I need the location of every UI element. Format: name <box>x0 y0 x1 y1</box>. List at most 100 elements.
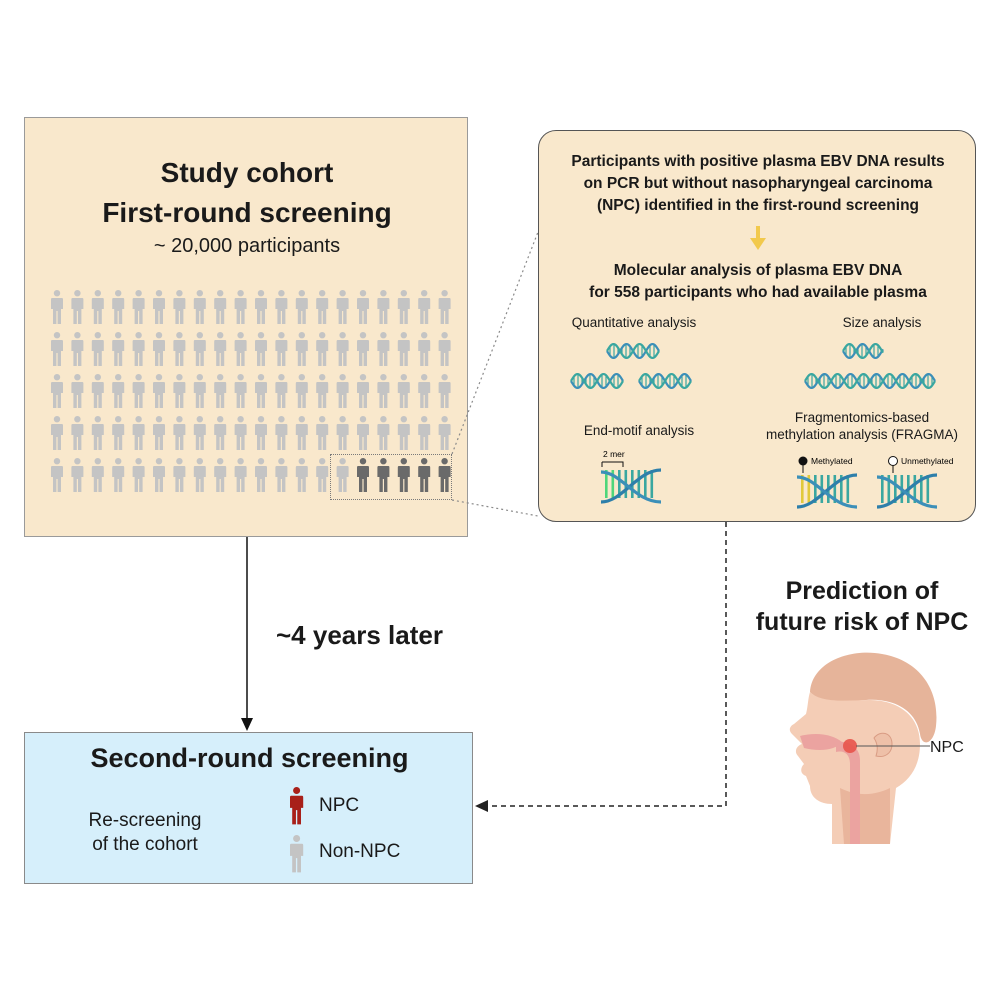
person-icon <box>153 374 165 408</box>
person-icon <box>112 332 125 366</box>
analysis-illustrations: 2 mer Methylated Unmethylated <box>570 342 954 509</box>
person-icon <box>357 332 369 366</box>
person-icon <box>112 290 125 324</box>
person-icon <box>193 416 206 450</box>
person-icon <box>295 416 308 450</box>
person-icon <box>377 458 390 492</box>
person-icon <box>255 332 267 366</box>
second-round-title: Second-round screening <box>90 743 409 773</box>
person-icon <box>336 374 349 408</box>
person-icon <box>438 374 451 408</box>
person-icon <box>275 290 288 324</box>
person-icon <box>316 374 329 408</box>
dna-helix-icon <box>570 372 624 390</box>
person-icon <box>193 458 206 492</box>
dna-helix-icon <box>876 473 938 509</box>
person-icon <box>214 416 227 450</box>
fragma-analysis-label: Fragmentomics-based methylation analysis… <box>765 410 959 442</box>
end-motif-analysis-label: End-motif analysis <box>583 423 695 438</box>
person-icon <box>173 374 186 408</box>
participants-grid <box>51 290 451 492</box>
person-icon <box>153 332 165 366</box>
methylated-label: Methylated <box>811 456 853 466</box>
person-icon <box>173 416 186 450</box>
person-icon <box>397 374 410 408</box>
person-icon <box>336 458 349 492</box>
molecular-analysis-panel: Participants with positive plasma EBV DN… <box>538 130 976 522</box>
person-icon <box>173 458 186 492</box>
non-npc-outcome-label: Non-NPC <box>319 841 401 862</box>
two-mer-label: 2 mer <box>603 449 625 459</box>
molecular-analysis-heading: Molecular analysis of plasma EBV DNA for… <box>589 262 927 301</box>
person-icon <box>316 290 329 324</box>
person-icon <box>290 787 304 825</box>
person-icon <box>255 290 267 324</box>
zoom-line-bottom <box>451 499 539 517</box>
person-icon <box>51 332 63 366</box>
non-npc-person-figure <box>290 835 304 873</box>
dna-helix-icon <box>804 372 936 390</box>
person-icon <box>275 332 288 366</box>
person-icon <box>112 458 125 492</box>
down-arrow-icon <box>750 226 766 250</box>
person-icon <box>132 290 145 324</box>
person-icon <box>214 290 227 324</box>
person-icon <box>418 290 431 324</box>
dna-helix-icon <box>638 372 692 390</box>
person-icon <box>193 332 206 366</box>
person-icon <box>193 374 206 408</box>
person-icon <box>91 290 104 324</box>
person-icon <box>214 458 227 492</box>
person-icon <box>438 332 451 366</box>
head-npc-label: NPC <box>930 739 964 756</box>
person-icon <box>377 416 390 450</box>
person-icon <box>275 416 288 450</box>
person-icon <box>51 374 63 408</box>
person-icon <box>295 374 308 408</box>
person-icon <box>173 290 186 324</box>
person-icon <box>397 332 410 366</box>
person-icon <box>193 290 206 324</box>
person-icon <box>357 458 369 492</box>
person-icon <box>377 290 390 324</box>
size-analysis-label: Size analysis <box>842 315 922 330</box>
person-icon <box>418 332 431 366</box>
person-icon <box>132 458 145 492</box>
methylated-marker-icon <box>798 456 808 466</box>
dna-helix-icon <box>842 342 884 360</box>
dna-helix-icon <box>600 468 662 504</box>
dna-helix-icon <box>606 342 660 360</box>
person-icon <box>295 458 308 492</box>
person-icon <box>290 835 304 873</box>
person-icon <box>295 290 308 324</box>
person-icon <box>91 374 104 408</box>
person-icon <box>112 374 125 408</box>
person-icon <box>132 416 145 450</box>
person-icon <box>255 458 267 492</box>
rescreening-label: Re-screening of the cohort <box>88 810 202 855</box>
person-icon <box>234 458 247 492</box>
person-icon <box>112 416 125 450</box>
person-icon <box>255 416 267 450</box>
person-icon <box>377 374 390 408</box>
person-icon <box>336 290 349 324</box>
dna-helix-icon <box>796 473 858 509</box>
person-icon <box>438 458 451 492</box>
person-icon <box>214 332 227 366</box>
first-round-title: Study cohort First-round screening <box>102 157 392 228</box>
time-interval-label: ~4 years later <box>276 620 443 650</box>
person-icon <box>336 332 349 366</box>
person-icon <box>71 332 84 366</box>
person-icon <box>173 332 186 366</box>
npc-person-figure <box>290 787 304 825</box>
person-icon <box>336 416 349 450</box>
second-round-panel: Second-round screening Re-screening of t… <box>24 732 473 884</box>
prediction-dashed-path <box>486 522 727 807</box>
person-icon <box>377 332 390 366</box>
participant-count: ~ 20,000 participants <box>153 235 341 257</box>
person-icon <box>51 416 63 450</box>
person-icon <box>295 332 308 366</box>
person-icon <box>91 416 104 450</box>
person-icon <box>357 416 369 450</box>
person-icon <box>91 332 104 366</box>
